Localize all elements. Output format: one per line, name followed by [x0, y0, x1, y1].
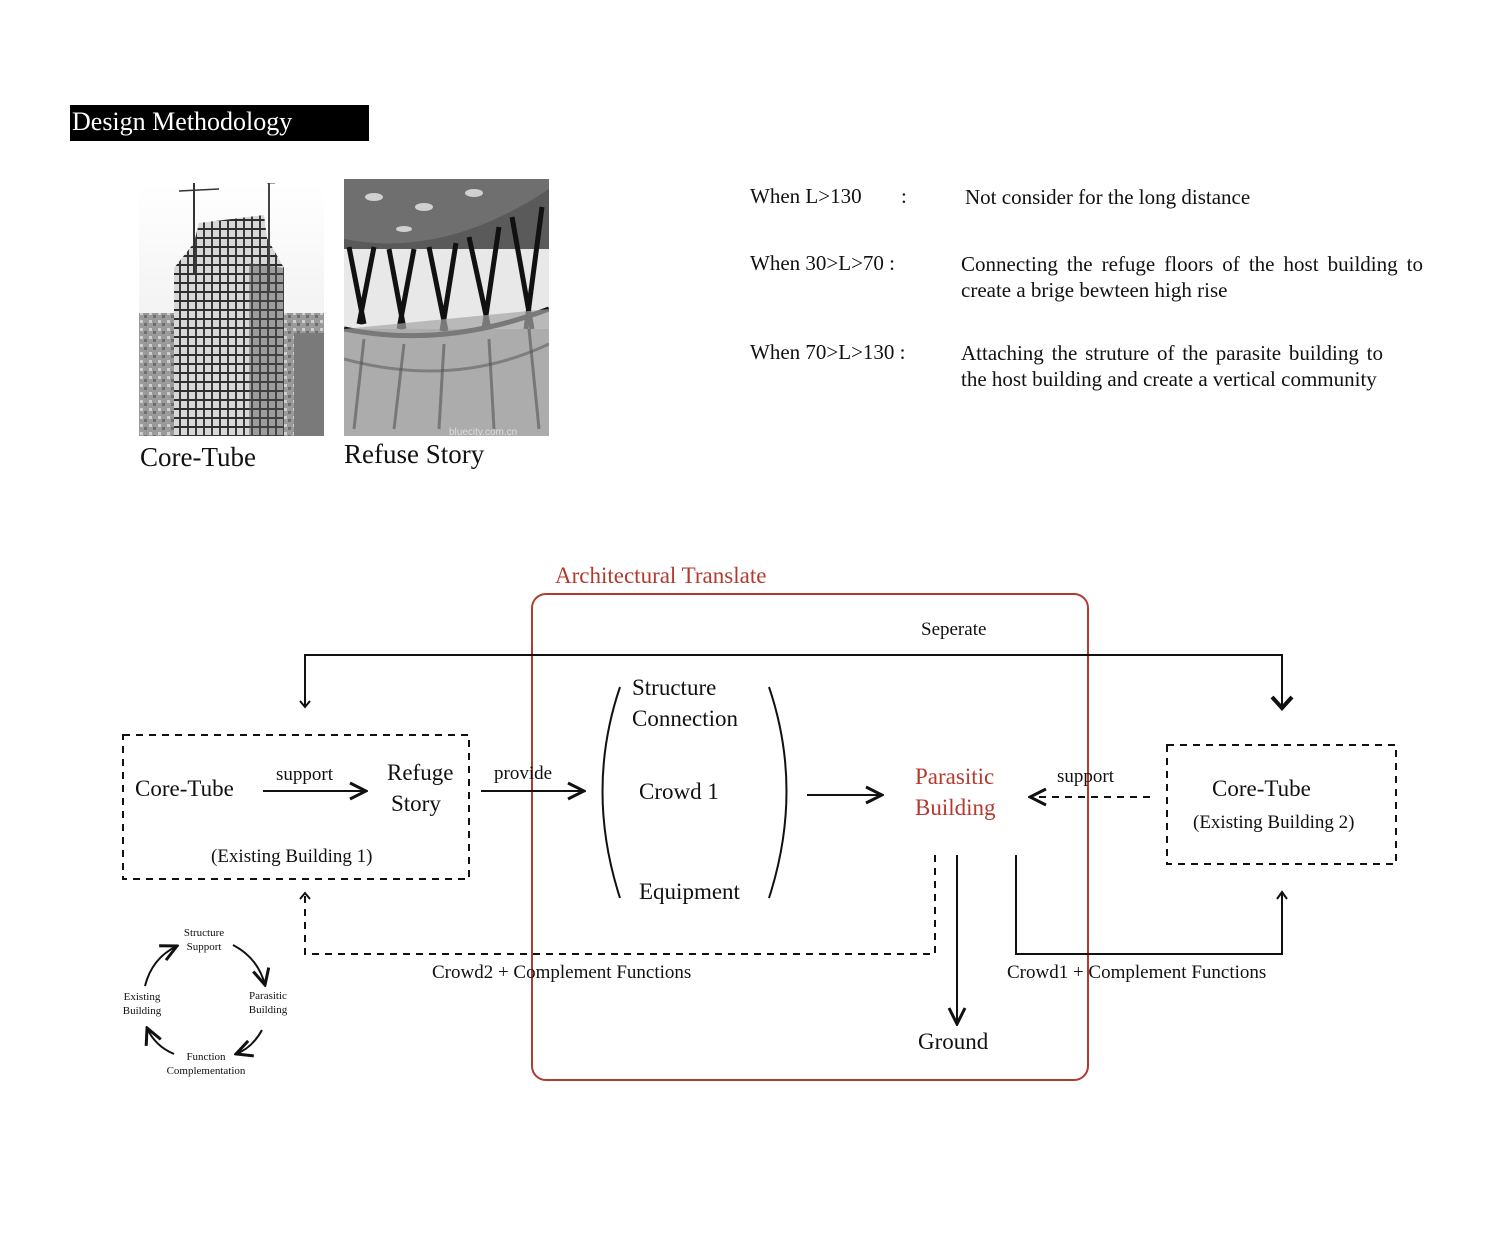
page-title: Design Methodology	[70, 105, 369, 141]
existing-building-2-box	[1166, 744, 1397, 865]
seperate-label: Seperate	[921, 619, 987, 640]
crowd1-functions-label: Crowd1 + Complement Functions	[1007, 962, 1267, 983]
cycle-right-line1: Parasitic	[249, 990, 287, 1002]
provide-label: provide	[494, 763, 553, 784]
refuge-story-photo: bluecity.com.cn	[344, 179, 549, 436]
support-right-label: support	[1057, 766, 1114, 787]
cycle-bottom-line2: Complementation	[166, 1065, 246, 1077]
parasitic-building-line1: Parasitic	[915, 764, 995, 789]
cycle-arc-right-bottom	[236, 1029, 263, 1054]
architectural-translate-title: Architectural Translate	[555, 563, 767, 588]
refuge-label-line2: Story	[391, 791, 441, 816]
bracket-connection: Connection	[632, 706, 739, 731]
parasitic-building-line2: Building	[915, 795, 996, 820]
cycle-arc-left-top	[144, 946, 177, 987]
ground-label: Ground	[918, 1029, 989, 1054]
bracket-crowd: Crowd 1	[639, 779, 719, 804]
seperate-line	[304, 654, 1283, 707]
architectural-translate-frame	[531, 593, 1089, 1081]
right-bracket	[768, 686, 788, 899]
cycle-arc-top-right	[232, 944, 265, 985]
cycle-structure-support: Structure Support	[174, 926, 234, 954]
cycle-parasitic-building: Parasitic Building	[238, 989, 298, 1017]
cycle-right-line2: Building	[248, 1004, 288, 1016]
condition-2-label: When 30>L>70 :	[750, 251, 895, 275]
condition-3-text: Attaching the struture of the parasite b…	[961, 341, 1383, 391]
crowd2-path	[304, 855, 936, 955]
bracket-equipment: Equipment	[639, 879, 740, 904]
cycle-left-line2: Building	[122, 1005, 162, 1017]
cycle-function-complementation: Function Complementation	[156, 1050, 256, 1078]
cycle-bottom-line1: Function	[186, 1051, 226, 1063]
cycle-left-line1: Existing	[123, 991, 161, 1003]
crowd2-functions-label: Crowd2 + Complement Functions	[432, 962, 692, 983]
condition-1-label: When L>130	[750, 184, 862, 208]
bracket-structure: Structure	[632, 675, 717, 700]
cycle-arc-bottom-left	[147, 1028, 175, 1055]
condition-2-text: Connecting the refuge floors of the host…	[961, 252, 1423, 302]
seperate-arrow-head	[1270, 695, 1294, 711]
building2-core-tube-label: Core-Tube	[1212, 776, 1311, 801]
cycle-top-line2: Support	[186, 941, 222, 953]
condition-1-separator: :	[901, 184, 907, 208]
core-tube-caption: Core-Tube	[140, 442, 257, 472]
refuge-story-caption: Refuse Story	[344, 439, 485, 469]
building1-support-label: support	[276, 764, 333, 785]
building1-caption: (Existing Building 1)	[211, 846, 373, 867]
cycle-existing-building: Existing Building	[112, 990, 172, 1018]
building1-core-tube-label: Core-Tube	[135, 776, 234, 801]
core-tube-photo	[139, 183, 324, 436]
crowd1-path	[1015, 855, 1283, 955]
building2-caption: (Existing Building 2)	[1193, 812, 1355, 833]
cycle-top-line1: Structure	[183, 927, 225, 939]
condition-3-label: When 70>L>130 :	[750, 340, 906, 364]
condition-1-text: Not consider for the long distance	[965, 185, 1251, 209]
existing-building-1-box	[122, 734, 470, 880]
refuge-label-line1: Refuge	[387, 760, 454, 785]
photo-watermark: bluecity.com.cn	[449, 427, 518, 436]
left-bracket	[601, 686, 621, 899]
